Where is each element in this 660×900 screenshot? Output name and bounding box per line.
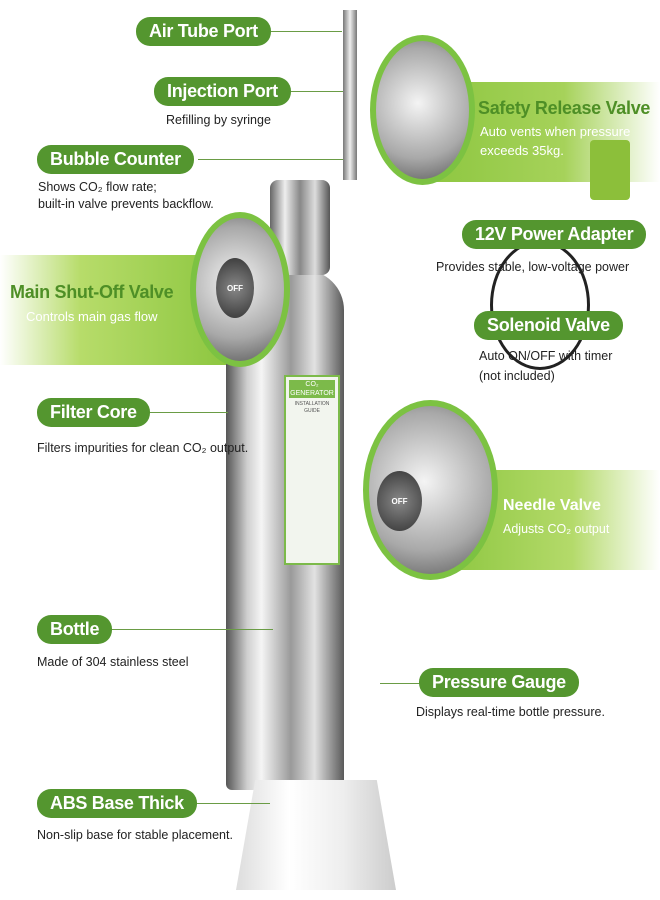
injection-port-desc: Refilling by syringe — [166, 113, 271, 127]
pressure-gauge-desc: Displays real-time bottle pressure. — [416, 705, 605, 719]
callout-main-shutoff-valve: Main Shut-Off Valve — [10, 282, 174, 302]
leader-line — [262, 31, 342, 32]
main-valve-detail: OFF — [190, 212, 290, 367]
callout-bottle: Bottle — [37, 615, 113, 644]
leader-line — [281, 91, 343, 92]
callout-solenoid-valve: Solenoid Valve — [474, 311, 623, 340]
callout-pressure-gauge: Pressure Gauge — [419, 668, 579, 697]
callout-bubble-counter: Bubble Counter — [37, 145, 194, 174]
bottle-label-subtitle: INSTALLATION GUIDE — [294, 401, 330, 414]
leader-line — [108, 629, 273, 630]
safety-release-valve-desc: Auto vents when pressure — [480, 124, 631, 139]
callout-filter-core: Filter Core — [37, 398, 150, 427]
leader-line — [138, 412, 228, 413]
needle-valve-desc: Adjusts CO₂ output — [503, 522, 610, 536]
off-knob: OFF — [216, 258, 254, 318]
callout-injection-port: Injection Port — [154, 77, 291, 106]
bubble-counter-desc-2: built-in valve prevents backflow. — [38, 197, 214, 211]
power-adapter-desc: Provides stable, low-voltage power — [436, 260, 630, 274]
callout-12v-power-adapter: 12V Power Adapter — [462, 220, 647, 249]
callout-safety-release-valve: Safety Release Valve — [478, 98, 651, 118]
abs-base — [236, 780, 396, 890]
filter-core-desc: Filters impurities for clean CO₂ output. — [37, 441, 249, 455]
callout-abs-base-thick: ABS Base Thick — [37, 789, 197, 818]
bubble-counter-desc: Shows CO₂ flow rate; — [38, 180, 157, 194]
bottle-label: CO₂ GENERATOR INSTALLATION GUIDE — [284, 375, 340, 565]
tube — [343, 10, 357, 180]
leader-line — [180, 803, 270, 804]
leader-line — [380, 683, 420, 684]
bottle-label-title: CO₂ GENERATOR — [289, 380, 335, 398]
solenoid-valve-desc: Auto ON/OFF with timer — [479, 349, 613, 363]
main-shutoff-valve-desc: Controls main gas flow — [26, 309, 158, 324]
safety-release-valve-desc-2: exceeds 35kg. — [480, 143, 564, 158]
power-adapter — [590, 140, 630, 200]
solenoid-valve-desc-2: (not included) — [479, 369, 555, 383]
needle-valve-detail: OFF — [363, 400, 498, 580]
callout-air-tube-port: Air Tube Port — [136, 17, 271, 46]
bottle-desc: Made of 304 stainless steel — [37, 655, 189, 669]
abs-base-desc: Non-slip base for stable placement. — [37, 828, 233, 842]
callout-needle-valve: Needle Valve — [503, 497, 601, 514]
leader-line — [198, 159, 343, 160]
safety-valve-detail — [370, 35, 475, 185]
off-knob: OFF — [377, 471, 422, 531]
